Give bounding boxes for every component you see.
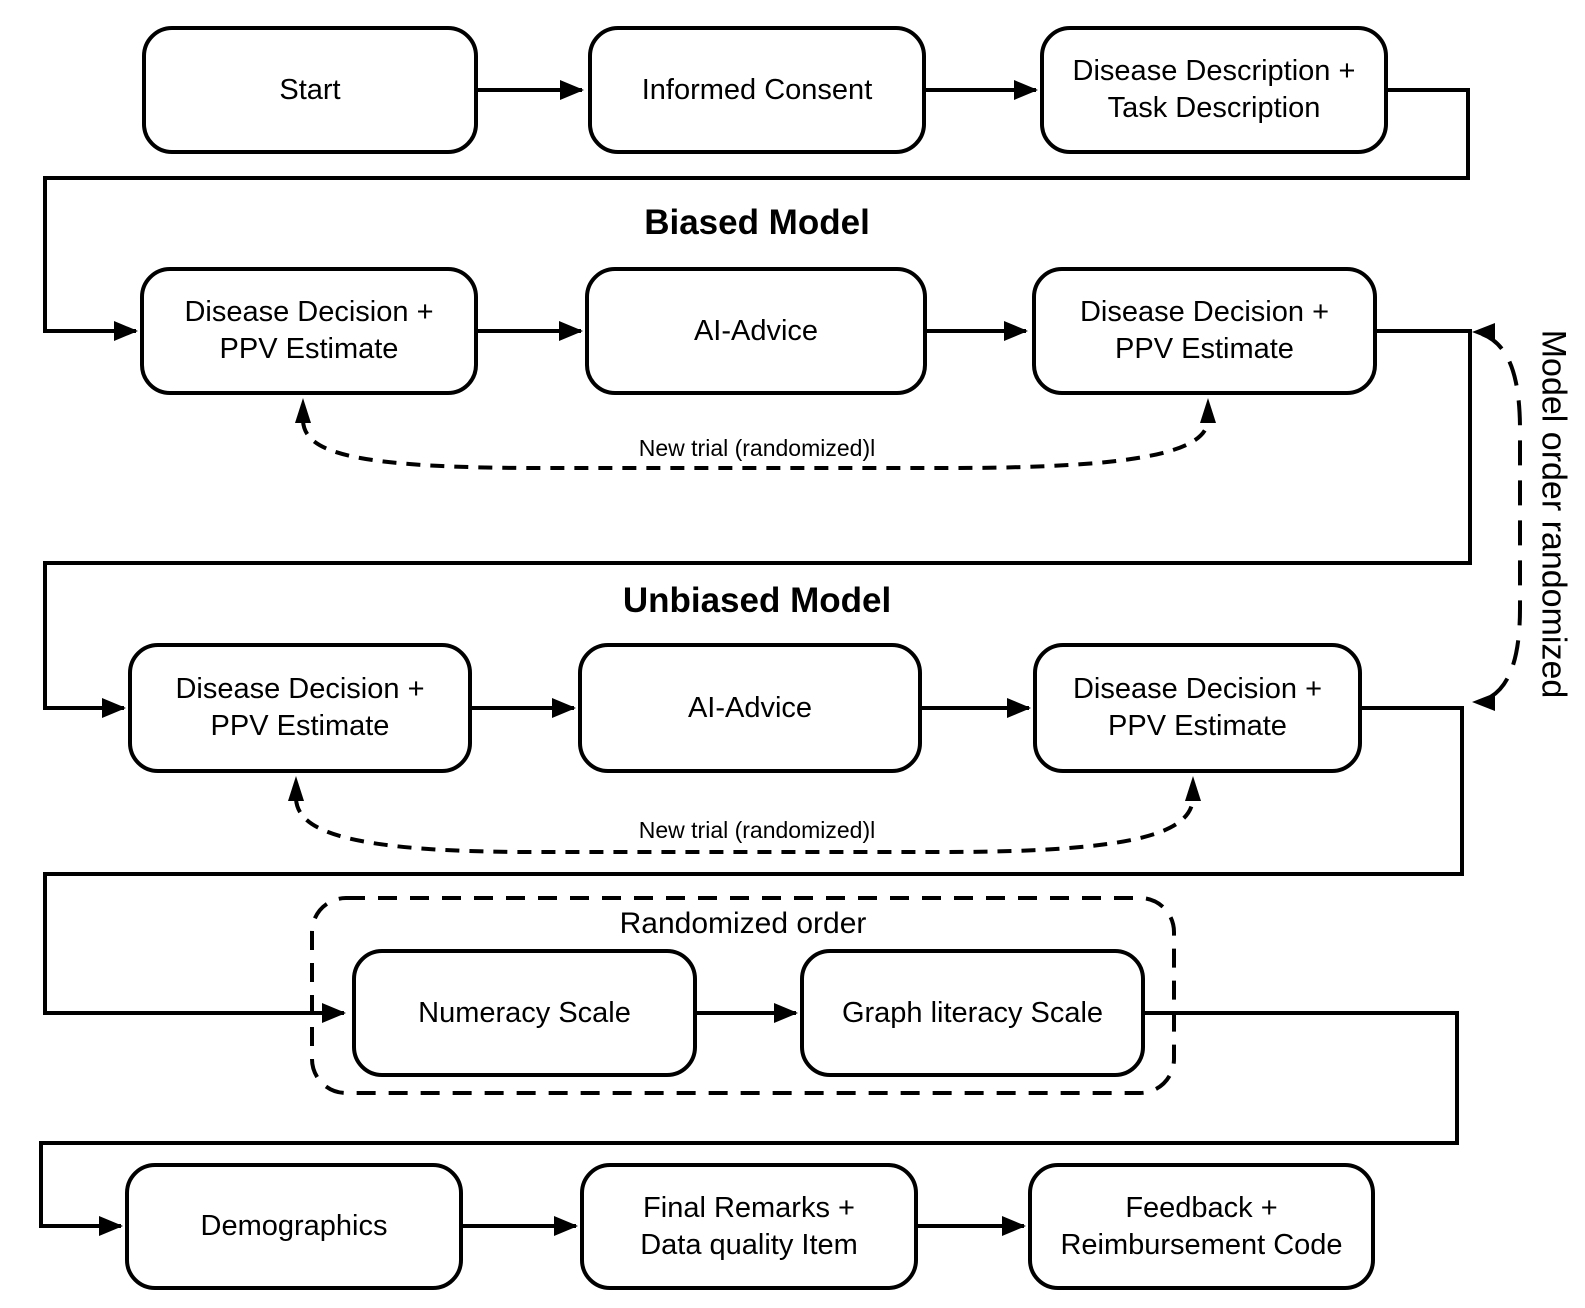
node-biased-decision-post: Disease Decision + PPV Estimate <box>1032 267 1377 395</box>
unbiased-new-trial-label: New trial (randomized)l <box>638 817 876 843</box>
unbiased-new-trial-loop-arc <box>294 798 1195 854</box>
node-informed-consent: Informed Consent <box>588 26 926 154</box>
biased-loop-arrowhead-right <box>1200 398 1216 423</box>
node-start: Start <box>142 26 478 154</box>
randomized-order-cluster-border <box>310 896 1176 1095</box>
node-unbiased-decision-post: Disease Decision + PPV Estimate <box>1033 643 1362 773</box>
connector-wrap-to-scales <box>43 706 1464 1023</box>
node-graph-literacy-scale: Graph literacy Scale <box>800 949 1145 1077</box>
node-unbiased-ai-advice: AI-Advice <box>578 643 922 773</box>
connector-wrap-to-final-row <box>39 1011 1459 1236</box>
model-order-randomized-label: Model order randomized <box>1534 329 1573 699</box>
biased-model-title: Biased Model <box>644 203 870 242</box>
node-feedback: Feedback + Reimbursement Code <box>1028 1163 1375 1290</box>
model-order-randomized-arc <box>1481 332 1522 703</box>
node-disease-task-description: Disease Description + Task Description <box>1040 26 1388 154</box>
node-demographics: Demographics <box>125 1163 463 1290</box>
randomized-order-label: Randomized order <box>619 907 867 940</box>
node-numeracy-scale: Numeracy Scale <box>352 949 697 1077</box>
node-final-remarks: Final Remarks + Data quality Item <box>580 1163 918 1290</box>
node-biased-decision-pre: Disease Decision + PPV Estimate <box>140 267 478 395</box>
unbiased-loop-arrowhead-right <box>1185 776 1201 801</box>
model-order-arrowhead-bottom <box>1472 693 1495 711</box>
biased-loop-arrowhead-left <box>295 398 311 423</box>
connector-wrap-to-unbiased-row <box>43 329 1472 718</box>
node-biased-ai-advice: AI-Advice <box>585 267 927 395</box>
unbiased-loop-arrowhead-left <box>288 776 304 801</box>
unbiased-model-title: Unbiased Model <box>622 581 892 620</box>
model-order-arrowhead-top <box>1472 323 1495 341</box>
biased-new-trial-label: New trial (randomized)l <box>638 435 876 461</box>
node-unbiased-decision-pre: Disease Decision + PPV Estimate <box>128 643 472 773</box>
biased-new-trial-loop-arc <box>301 420 1210 470</box>
connector-wrap-to-biased-row <box>43 88 1470 341</box>
